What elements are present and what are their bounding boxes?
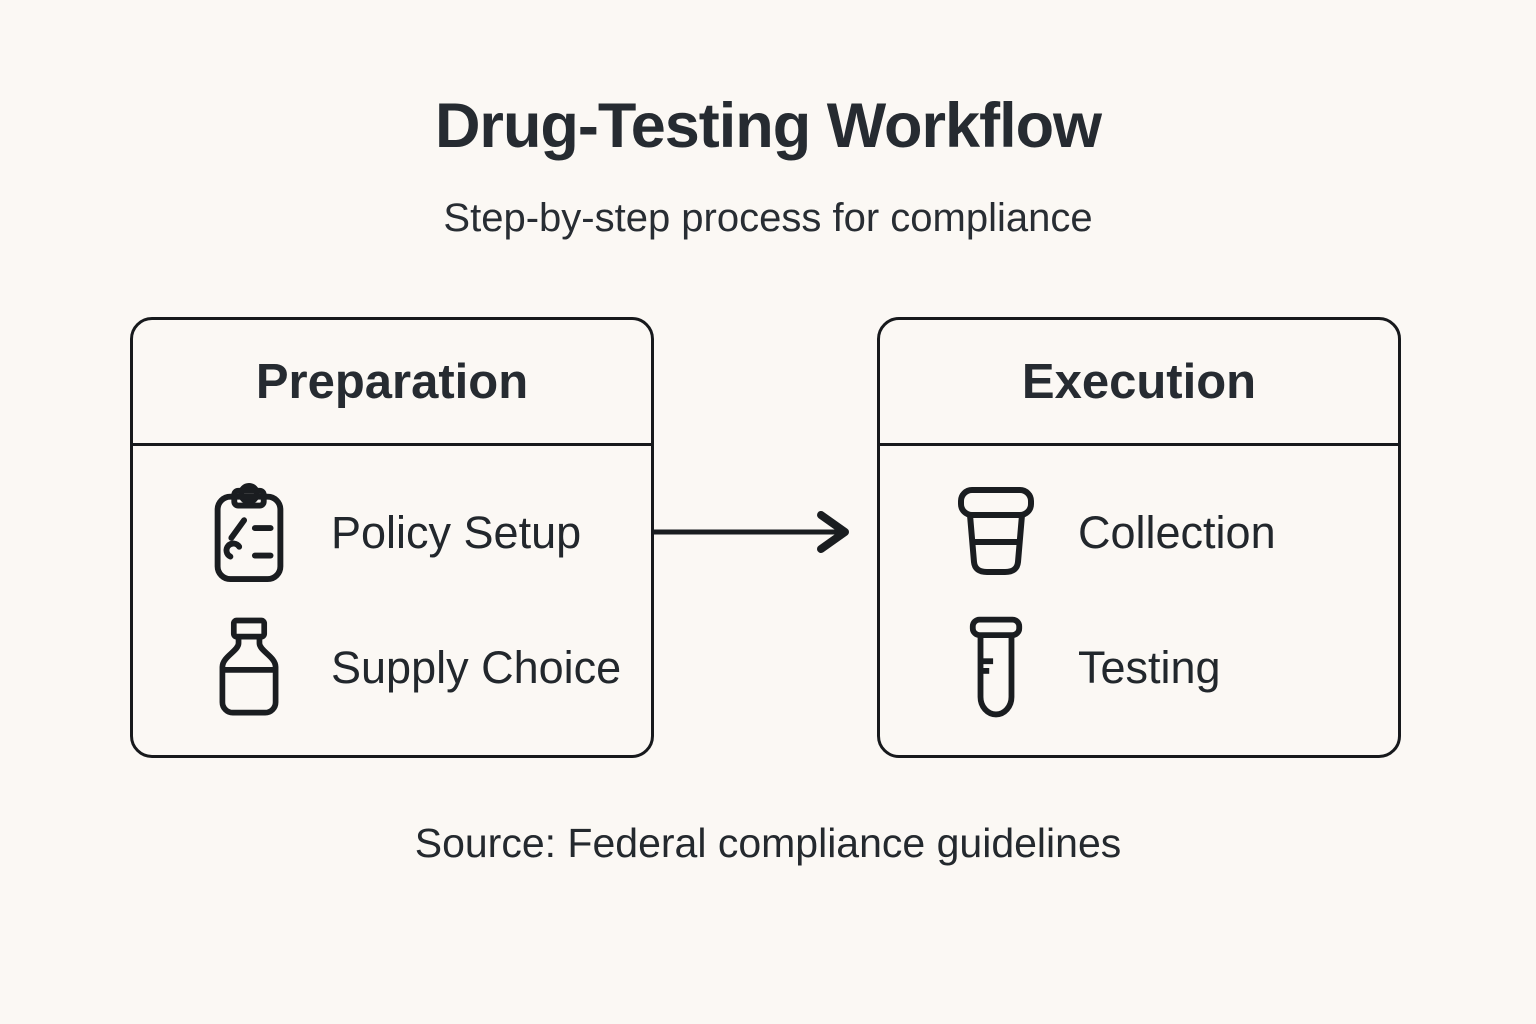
bottle-icon: [203, 613, 295, 723]
node-execution-title: Execution: [880, 320, 1398, 446]
node-execution: Execution Collection: [877, 317, 1401, 758]
item-label: Policy Setup: [331, 506, 582, 558]
arrow-right-icon: [653, 511, 849, 553]
test-tube-icon: [950, 613, 1042, 723]
list-item: Testing: [950, 613, 1388, 723]
item-label: Collection: [1078, 506, 1276, 558]
page-subtitle: Step-by-step process for compliance: [443, 196, 1093, 240]
source-note: Source: Federal compliance guidelines: [414, 820, 1122, 866]
node-execution-body: Collection Testing: [880, 446, 1398, 755]
list-item: Policy Setup: [203, 478, 641, 588]
clipboard-icon: [203, 478, 295, 588]
list-item: Supply Choice: [203, 613, 641, 723]
item-label: Supply Choice: [331, 642, 622, 694]
node-preparation-body: Policy Setup Supply Choice: [133, 446, 651, 755]
specimen-cup-icon: [950, 478, 1042, 588]
item-label: Testing: [1078, 642, 1221, 694]
list-item: Collection: [950, 478, 1388, 588]
node-preparation: Preparation Policy Setup: [130, 317, 654, 758]
node-preparation-title: Preparation: [133, 320, 651, 446]
page-title: Drug-Testing Workflow: [434, 91, 1102, 161]
